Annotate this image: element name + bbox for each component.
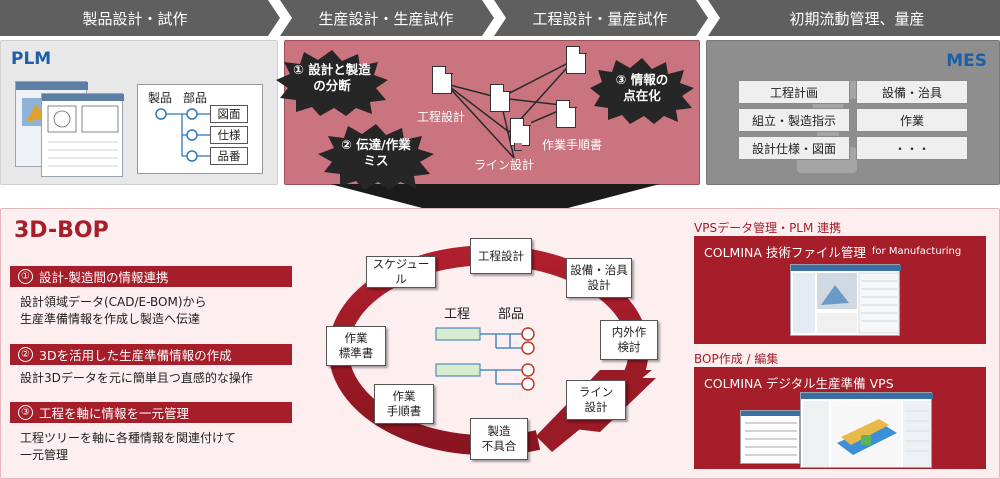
vps-product-name: COLMINA 技術ファイル管理 [704,244,866,260]
burst-disconnect: ① 設計と製造 の分断 [293,62,371,93]
document-icon [556,99,577,128]
tree-item-spec: 仕様 [210,126,248,144]
down-funnel-arrow [330,184,660,227]
mes-cell-more: ・・・ [856,136,968,160]
vps-screenshot-3d [800,392,933,468]
burst-shape-3 [590,58,694,124]
cycle-line-design: ライン 設計 [566,380,626,420]
point-1-number: ① [18,269,33,284]
vps-screenshot [790,264,901,336]
label-process-design: 工程設計 [417,110,466,124]
burst-scattered-info: ③ 情報の 点在化 [615,72,669,103]
bop-title: 3D-BOP [14,218,109,243]
point-3-header: ③ 工程を軸に情報を一元管理 [10,402,292,423]
point-2-header: ② 3Dを活用した生産準備情報の作成 [10,344,292,365]
center-part-label: 部品 [498,307,525,322]
stage-header-bar [0,0,1000,36]
tree-part-label: 部品 [183,91,208,105]
mes-cell-process-plan: 工程計画 [738,80,850,104]
document-icon [510,117,531,146]
label-line-design: ライン設計 [474,158,535,172]
bop-section-title: BOP作成 / 編集 [694,352,779,366]
point-2-number: ② [18,347,33,362]
bop-product-name: COLMINA デジタル生産準備 VPS [704,375,894,391]
tree-item-drawing: 図面 [210,105,248,123]
point-1-title: 設計-製造間の情報連携 [39,270,169,285]
point-1-body: 設計領域データ(CAD/E-BOM)から 生産準備情報を作成し製造へ伝達 [20,295,207,326]
mes-cell-assembly-instructions: 組立・製造指示 [738,108,850,132]
process-part-tree [435,327,535,391]
mes-cell-work: 作業 [856,108,968,132]
point-2-body: 設計3Dデータを元に簡単且つ直感的な操作 [20,371,253,385]
point-3-title: 工程を軸に情報を一元管理 [39,406,190,421]
mes-cell-design-spec: 設計仕様・図面 [738,136,850,160]
plm-tree: 製品 部品 図面 仕様 品番 [137,84,263,174]
cycle-schedule: スケジュール [366,256,436,288]
point-3-number: ③ [18,405,33,420]
point-1-header: ① 設計-製造間の情報連携 [10,266,292,287]
plm-screenshot-front [41,93,124,177]
stage-label-production-design: 生産設計・生産試作 [318,9,454,28]
cycle-work-procedure: 作業 手順書 [374,384,434,424]
burst-transfer-error: ② 伝達/作業 ミス [341,137,411,168]
stage-label-product-design: 製品設計・試作 [82,9,188,28]
tree-product-label: 製品 [148,91,173,105]
vps-screenshot-small [740,410,801,464]
cycle-work-standard: 作業 標準書 [326,326,386,366]
point-2-title: 3Dを活用した生産準備情報の作成 [39,348,232,363]
cycle-make-or-buy: 内外作 検討 [600,320,658,360]
stage-label-mass-production: 初期流動管理、量産 [789,9,925,28]
plm-panel: PLM 製品 部品 [0,40,278,185]
cycle-manufacturing-defect: 製造 不具合 [470,418,528,460]
mes-cell-equipment: 設備・治具 [856,80,968,104]
mes-title: MES [946,51,987,71]
vps-section-title: VPSデータ管理・PLM 連携 [694,221,842,235]
plm-title: PLM [11,49,52,69]
cycle-equipment-design: 設備・治具 設計 [566,258,632,298]
document-icon [432,65,453,94]
vps-product-header: COLMINA 技術ファイル管理 for Manufacturing [694,236,986,266]
label-work-procedure: 作業手順書 [542,138,603,152]
burst-shape-2 [318,124,434,190]
burst-shape-1 [276,50,388,116]
document-icon [566,45,587,74]
vps-product-suffix: for Manufacturing [871,245,962,257]
document-icon [490,83,511,112]
stage-label-process-design: 工程設計・量産試作 [532,9,668,28]
tree-item-partnumber: 品番 [210,147,248,165]
center-process-label: 工程 [444,307,471,322]
cycle-process-design: 工程設計 [470,238,532,274]
point-3-body: 工程ツリーを軸に各種情報を関連付けて 一元管理 [20,431,237,462]
